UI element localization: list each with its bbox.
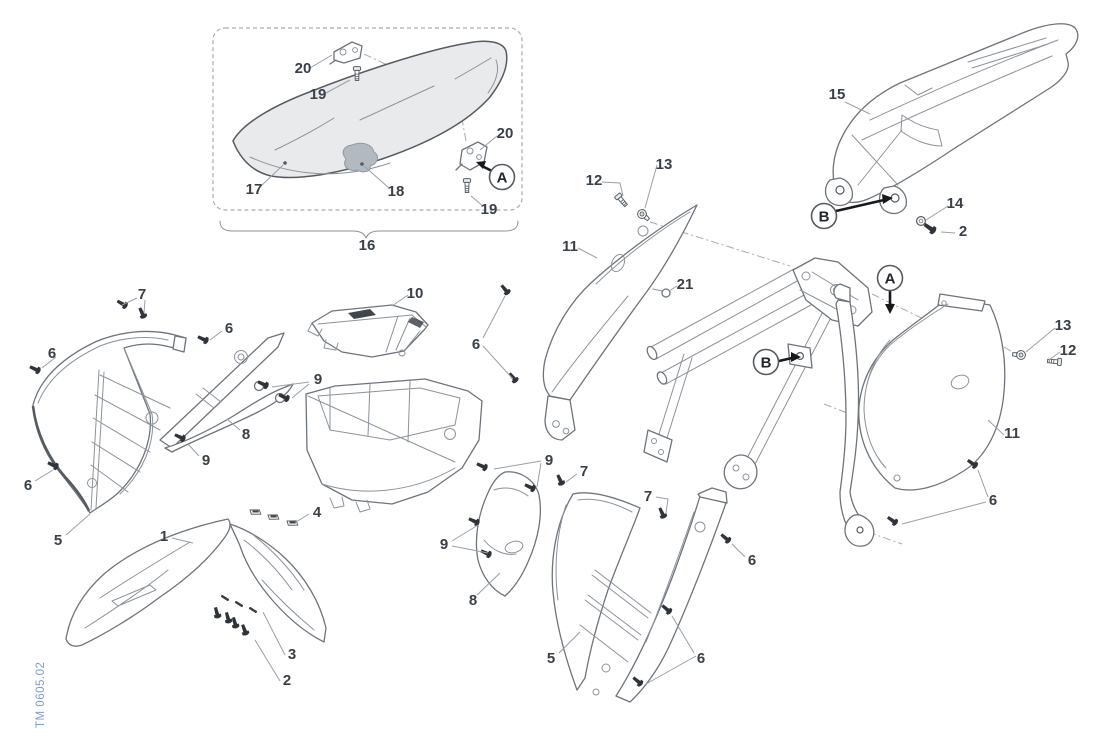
nut-13-left: [635, 207, 652, 224]
marker-letter: B: [819, 209, 830, 226]
washer-14: [915, 216, 926, 227]
callout-10: 10: [407, 285, 424, 302]
callout-9: 9: [440, 536, 448, 553]
callout-11: 11: [562, 238, 578, 255]
seat-pad-18: [342, 142, 378, 173]
callout-9: 9: [202, 452, 210, 469]
callout-13: 13: [656, 156, 673, 173]
seat-assembly-brace: [219, 220, 519, 239]
callout-18: 18: [388, 183, 405, 200]
screw-21: [652, 288, 671, 298]
callout-labels: 20 19 17 18 20 19 16 15 14 2 7 6 6 9 8 9…: [24, 60, 1077, 689]
callout-9: 9: [545, 452, 553, 469]
callout-6: 6: [748, 552, 756, 569]
callout-19-left: 19: [310, 86, 327, 103]
callout-5: 5: [547, 650, 555, 667]
callout-4: 4: [313, 504, 322, 521]
callout-17: 17: [246, 181, 263, 198]
marker-B-subframe: B: [752, 348, 801, 376]
page-code: TM 0605.02: [35, 662, 47, 728]
callout-1: 1: [160, 528, 168, 545]
right-number-plate-11: [833, 283, 1063, 547]
airbox: [305, 378, 483, 513]
callout-6: 6: [472, 336, 480, 353]
detail-markers: A B B A: [476, 161, 904, 376]
callout-6: 6: [24, 477, 32, 494]
leader-lines: [34, 54, 1061, 685]
callout-3: 3: [288, 646, 296, 663]
callout-6: 6: [989, 492, 997, 509]
marker-letter: A: [497, 170, 508, 187]
marker-A-seat: A: [476, 161, 516, 191]
callout-20-left: 20: [295, 60, 312, 77]
airbox-cover-10: [307, 304, 429, 358]
callout-5: 5: [54, 532, 62, 549]
callout-6: 6: [225, 320, 233, 337]
left-number-plate-11: [542, 192, 698, 441]
callout-14: 14: [947, 195, 964, 212]
callout-19-right: 19: [481, 201, 498, 218]
callout-6: 6: [697, 650, 705, 667]
callout-8: 8: [242, 426, 250, 443]
callout-20-right: 20: [497, 125, 514, 142]
callout-2: 2: [283, 672, 291, 689]
callout-7: 7: [138, 286, 146, 303]
rear-fender-15: [824, 23, 1079, 236]
clip-4: [266, 511, 281, 523]
callout-9: 9: [314, 371, 322, 388]
callout-12: 12: [1060, 342, 1077, 359]
callout-13: 13: [1055, 317, 1072, 334]
seat-17: [232, 40, 508, 179]
callout-7: 7: [580, 463, 588, 480]
subframe: [643, 257, 873, 490]
right-shroud-assembly: [475, 471, 728, 703]
callout-2-rear: 2: [959, 223, 967, 240]
clip-4: [248, 506, 263, 518]
callout-7: 7: [644, 488, 652, 505]
callout-16: 16: [359, 237, 376, 254]
left-shroud-assembly: [31, 330, 294, 514]
callout-21: 21: [677, 276, 694, 293]
bolt-12-left: [613, 192, 630, 209]
marker-letter: A: [885, 271, 896, 288]
callout-12: 12: [586, 172, 603, 189]
clip-4: [285, 517, 300, 529]
front-fender-1: [65, 506, 327, 647]
inner-panel-8-bottom: [475, 471, 542, 597]
nut-13-right: [1011, 349, 1027, 361]
callout-6: 6: [48, 345, 56, 362]
seat-bolt-19-right: [462, 178, 472, 193]
callout-11: 11: [1004, 425, 1020, 442]
right-shroud-5: [551, 492, 641, 691]
marker-letter: B: [761, 355, 772, 372]
callout-8: 8: [469, 592, 477, 609]
seat-assembly-group: [212, 27, 523, 239]
right-shroud-arm: [615, 495, 727, 703]
seat-assembly-dashed-box: [212, 27, 523, 211]
right-plate-body: [858, 297, 1006, 491]
callout-15: 15: [829, 86, 846, 103]
marker-A-side-panel: A: [876, 264, 904, 314]
marker-B-rear-fender: B: [810, 194, 893, 230]
